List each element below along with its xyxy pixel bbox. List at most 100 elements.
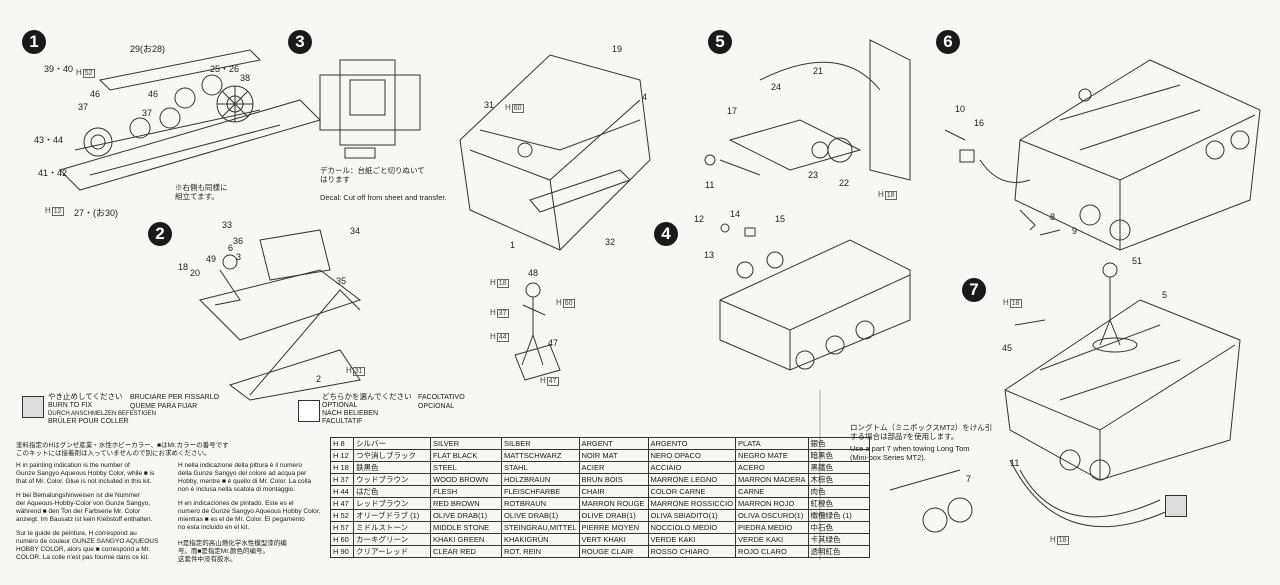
- legend-burn-fr: BRÛLER POUR COLLER: [48, 418, 129, 425]
- paint-table-cell: 銀色: [807, 437, 870, 450]
- part-label: 47: [548, 338, 559, 348]
- step-6-badge: 6: [936, 30, 960, 54]
- part-label: 10: [955, 104, 966, 114]
- part-label: 19: [612, 44, 623, 54]
- paint-table-cell: H 57: [330, 521, 354, 534]
- part-label: 23: [808, 170, 819, 180]
- paint-note-en: H in painting indication is the number o…: [16, 462, 155, 485]
- paint-table-cell: 透明紅色: [807, 545, 870, 558]
- paint-table-cell: シルバー: [353, 437, 431, 450]
- part-label: 27・(お30): [74, 208, 119, 218]
- paint-table-cell: PLATA: [735, 437, 809, 450]
- paint-table-cell: はだ色: [353, 485, 431, 498]
- part-label: 46: [148, 89, 159, 99]
- part-label: 25・26: [210, 64, 240, 74]
- part-label: 8: [1050, 212, 1056, 222]
- part-label: 33: [222, 220, 233, 230]
- paint-table-cell: H 90: [330, 545, 354, 558]
- legend-burn-de: DURCH ANSCHMELZEN BEFESTIGEN: [48, 411, 157, 417]
- paint-table-cell: MARRONE ROSSICCIO: [647, 497, 737, 510]
- paint-table-cell: H 52: [330, 509, 354, 522]
- part-label: 38: [240, 73, 251, 83]
- paint-table-cell: STEINGRAU,MITTEL: [501, 521, 580, 534]
- legend-opt-it: FACOLTATIVO: [418, 394, 465, 401]
- long-tom-note-jp: ロングトム（ミニボックスMT2）をけん引 する場合は部品7を使用します。: [850, 423, 993, 441]
- step-7-badge: 7: [962, 278, 986, 302]
- part-label: 4: [642, 92, 648, 102]
- paint-table-cell: レッドブラウン: [353, 497, 431, 510]
- paint-table-cell: ROUGE CLAIR: [578, 545, 649, 558]
- part-label: 17: [727, 106, 738, 116]
- part-label: 22: [839, 178, 850, 188]
- paint-table-cell: ARGENTO: [647, 437, 737, 450]
- part-label: 16: [974, 118, 985, 128]
- paint-table-cell: MARRON MADERA: [735, 473, 809, 486]
- part-label: 43・44: [34, 135, 64, 145]
- legend-burn-it: BRUCIARE PER FISSARLO: [130, 394, 220, 401]
- paint-table-cell: クリアーレッド: [353, 545, 431, 558]
- paint-table-cell: MARRON ROJO: [735, 497, 809, 510]
- paint-table-cell: VERT KHAKI: [578, 533, 649, 546]
- paint-table-cell: 中石色: [807, 521, 870, 534]
- paint-table-cell: SILVER: [430, 437, 502, 450]
- paint-note-cn: H是指定的高山燃化学水性模型漆的编 号。而■是指定Mr.颜色的编号。 这套件中没…: [178, 540, 287, 563]
- paint-table-cell: ROTBRAUN: [501, 497, 580, 510]
- step-1-badge: 1: [22, 30, 46, 54]
- legend-opt-fr: FACULTATIF: [322, 418, 363, 425]
- paint-table-cell: H 60: [330, 533, 354, 546]
- paint-table-cell: CLEAR RED: [430, 545, 502, 558]
- part-label: 34: [350, 226, 361, 236]
- paint-table-cell: ACIER: [578, 461, 649, 474]
- part-label: 18: [178, 262, 189, 272]
- paint-table-cell: ミドルストーン: [353, 521, 431, 534]
- part-label: 24: [771, 82, 782, 92]
- paint-table-cell: KHAKIGRÜN: [501, 533, 580, 546]
- paint-table-cell: FLESH: [430, 485, 502, 498]
- legend-burn-jp: やき止めしてください: [48, 392, 123, 401]
- paint-table-cell: FLEISCHFARBE: [501, 485, 580, 498]
- step-5-badge: 5: [708, 30, 732, 54]
- paint-table-cell: ウッドブラウン: [353, 473, 431, 486]
- paint-table-cell: STEEL: [430, 461, 502, 474]
- part-label: 49: [206, 254, 217, 264]
- part-label: 20: [190, 268, 201, 278]
- paint-table-cell: ROT, REIN: [501, 545, 580, 558]
- part-label: 7: [966, 474, 972, 484]
- paint-table-cell: 橄欖绿色 (1): [807, 509, 870, 522]
- melt-icon: [1165, 495, 1187, 517]
- part-label: 2: [316, 374, 322, 384]
- paint-table-cell: H 47: [330, 497, 354, 510]
- paint-table-cell: ROJO CLARO: [735, 545, 809, 558]
- paint-table-cell: RED BROWN: [430, 497, 502, 510]
- paint-note-it: H nella indicazione della pittura è il n…: [178, 462, 312, 493]
- paint-table-cell: NERO OPACO: [647, 449, 737, 462]
- paint-note-es: H en indicaciones de pintado. Este es el…: [178, 500, 321, 531]
- legend-opt-en: OPTIONAL: [322, 402, 358, 409]
- part-label: 36: [233, 236, 244, 246]
- part-label: 31: [484, 100, 495, 110]
- part-label: 37: [142, 108, 153, 118]
- part-label: 35: [336, 276, 347, 286]
- paint-table-cell: 黑鐵色: [807, 461, 870, 474]
- paint-table-cell: MIDDLE STONE: [430, 521, 502, 534]
- part-label: 45: [1002, 343, 1013, 353]
- part-label: 11: [1010, 458, 1020, 468]
- paint-table-cell: OLIVE DRAB(1): [578, 509, 649, 522]
- optional-arrows-icon: [298, 400, 320, 422]
- decal-note-jp: デカール：台紙ごと切りぬいて はります: [320, 166, 425, 184]
- paint-table-cell: H 37: [330, 473, 354, 486]
